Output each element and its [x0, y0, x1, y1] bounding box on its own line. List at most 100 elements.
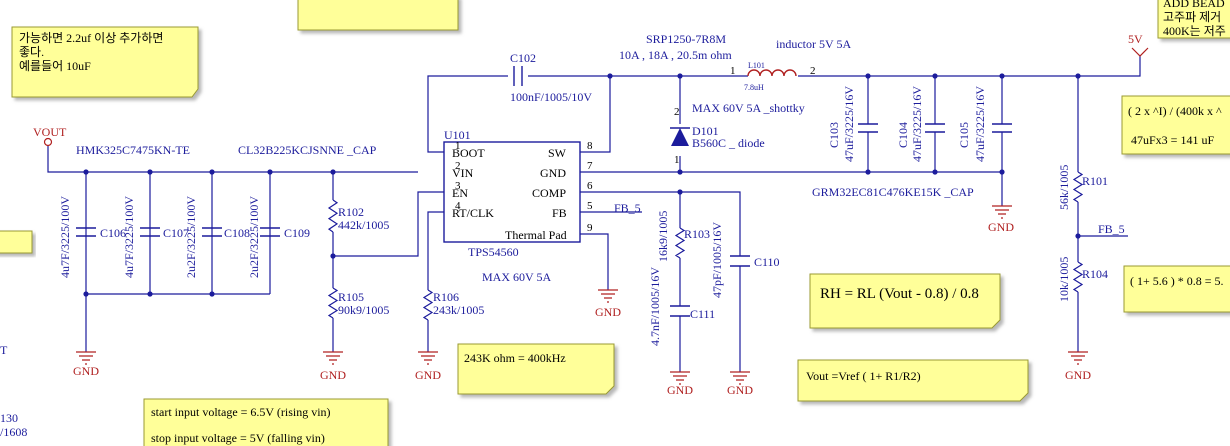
res-r104-value: 10k/1005 [1057, 257, 1071, 302]
ic-pin-name-rtclk: RT/CLK [452, 206, 494, 220]
output-caps[interactable] [858, 123, 1012, 133]
diode-pin1: 1 [674, 154, 680, 166]
diode-pin2: 2 [674, 106, 680, 118]
ic-pin-num-8: 8 [587, 140, 593, 152]
cap-c106-ref: C106 [100, 226, 126, 240]
gnd-label-r106: GND [415, 368, 441, 382]
edge-left-labels: T 130 /1608 [0, 343, 27, 439]
cap-c103-ref: C103 [827, 122, 841, 148]
cap-c111-value: 4.7nF/1005/16V [648, 267, 662, 346]
cap-c110-value: 47pF/1005/16V [710, 222, 724, 298]
ic-pin-name-fb: FB [552, 206, 567, 220]
output-cap-part: GRM32EC81C476KE15K _CAP [812, 185, 974, 199]
comp-cap-labels: C111 4.7nF/1005/16V C110 47pF/1005/16V [648, 222, 780, 346]
note-bottom-left-line2: stop input voltage = 5V (falling vin) [151, 431, 325, 445]
inductor-l101[interactable]: L101 7.8uH 1 2 SRP1250-7R8M 10A , 18A , … [619, 32, 851, 92]
ic-rating: MAX 60V 5A [482, 270, 551, 284]
note-top-left-line1: 가능하면 2.2uf 이상 추가하면 [19, 31, 163, 45]
note-right-calc2-line1: ( 1+ 5.6 ) * 0.8 = 5. [1130, 274, 1224, 288]
input-caps[interactable] [76, 227, 280, 237]
cap-c111-ref: C111 [690, 307, 715, 321]
cap-c108-value: 2u2F/3225/100V [184, 196, 198, 278]
vout-port[interactable]: VOUT [33, 125, 67, 147]
ic-pin-num-6: 6 [587, 180, 593, 192]
inductor-part: SRP1250-7R8M [646, 32, 726, 46]
ic-part: TPS54560 [468, 245, 519, 259]
cap-c106-value: 4u7F/3225/100V [58, 196, 72, 278]
note-rh-formula-text: RH = RL (Vout - 0.8) / 0.8 [820, 286, 979, 302]
note-bottom-left-line1: start input voltage = 6.5V (rising vin) [151, 405, 331, 419]
res-r105-value: 90k9/1005 [338, 303, 389, 317]
ic-pin-num-3: 3 [455, 180, 461, 192]
cap-c103-value: 47uF/3225/16V [842, 86, 856, 162]
note-edge-left [0, 230, 33, 254]
note-right-calc1: ( 2 x ^I) / (400k x ^ 47uFx3 = 141 uF [1121, 95, 1230, 155]
gnd-label-pad: GND [595, 305, 621, 319]
diode-d101[interactable]: 2 1 MAX 60V 5A _shottky D101 B560C _ dio… [670, 101, 805, 166]
note-vout-formula-text: Vout =Vref ( 1+ R1/R2) [806, 369, 921, 383]
gnd-label-c110: GND [727, 383, 753, 397]
ic-ref: U101 [444, 128, 471, 142]
v5-port[interactable]: 5V [1128, 32, 1149, 57]
note-freq: 243K ohm = 400kHz [457, 343, 615, 395]
diode-note: MAX 60V 5A _shottky [692, 101, 805, 115]
cap-c107-value: 4u7F/3225/100V [122, 196, 136, 278]
cap-c102[interactable]: C102 100nF/1005/10V [510, 51, 592, 104]
note-rh-formula: RH = RL (Vout - 0.8) / 0.8 [809, 273, 1001, 329]
gnd-label-r104: GND [1065, 368, 1091, 382]
note-top-right: ADD BEAD 고주파 제거 400K는 저주 [1157, 0, 1230, 39]
ic-pin-num-4: 4 [455, 200, 461, 212]
diode-ref: D101 [692, 124, 719, 138]
ic-pin-num-5: 5 [587, 200, 593, 212]
ic-pin-name-gnd: GND [540, 166, 566, 180]
inductor-desc: inductor 5V 5A [776, 37, 851, 51]
edge-left-label-1: T [0, 343, 8, 357]
inductor-ref: L101 [748, 61, 765, 70]
res-r105-ref: R105 [338, 290, 364, 304]
edge-left-label-3: /1608 [0, 425, 27, 439]
inductor-value: 7.8uH [744, 83, 764, 92]
comp-caps[interactable] [670, 255, 750, 317]
gnd-labels: GND GND GND GND GND GND GND GND [73, 220, 1091, 397]
gnd-label-r105: GND [320, 368, 346, 382]
cap-c102-value: 100nF/1005/10V [510, 90, 592, 104]
gnd-label-out: GND [988, 220, 1014, 234]
gnd-symbols [76, 205, 1088, 385]
ic-pin-name-en: EN [452, 186, 468, 200]
note-right-calc1-line1: ( 2 x ^I) / (400k x ^ [1128, 104, 1222, 118]
ic-pin-name-sw: SW [548, 146, 567, 160]
ic-pin-num-1: 1 [455, 140, 461, 152]
input-cap-part2: CL32B225KCJSNNE _CAP [238, 143, 377, 157]
note-bottom-left: start input voltage = 6.5V (rising vin) … [143, 398, 389, 446]
input-cap-part1: HMK325C7475KN-TE [76, 143, 190, 157]
note-vout-formula: Vout =Vref ( 1+ R1/R2) [797, 359, 1029, 402]
cap-c105-ref: C105 [957, 122, 971, 148]
inductor-spec: 10A , 18A , 20.5m ohm [619, 48, 732, 62]
ic-pin-name-vin: VIN [452, 166, 474, 180]
note-right-calc2: ( 1+ 5.6 ) * 0.8 = 5. [1123, 265, 1230, 313]
ic-pin-num-7: 7 [587, 160, 593, 172]
res-r104-ref: R104 [1082, 267, 1108, 281]
ic-pin-name-comp: COMP [532, 186, 566, 200]
resistors[interactable] [327, 171, 1084, 321]
diode-value: B560C _ diode [692, 136, 765, 150]
v5-port-label: 5V [1128, 32, 1143, 46]
res-r106-ref: R106 [433, 290, 459, 304]
note-right-calc1-line2: 47uFx3 = 141 uF [1131, 133, 1214, 147]
gnd-label-c-in: GND [73, 364, 99, 378]
wires [47, 56, 1141, 372]
note-top-partial [297, 0, 459, 31]
note-top-right-line2: 고주파 제거 [1163, 10, 1221, 24]
ic-u101[interactable]: U101 TPS54560 MAX 60V 5A 1 2 3 4 BOOT VI… [443, 128, 593, 284]
junctions [83, 73, 1081, 297]
input-cap-labels: 4u7F/3225/100V C106 4u7F/3225/100V C107 … [58, 143, 377, 278]
cap-c102-ref: C102 [510, 51, 536, 65]
cap-c104-value: 47uF/3225/16V [910, 86, 924, 162]
edge-left-label-2: 130 [0, 411, 18, 425]
output-cap-labels: C103 47uF/3225/16V C104 47uF/3225/16V C1… [812, 86, 987, 199]
res-r106-value: 243k/1005 [433, 303, 484, 317]
res-r102-value: 442k/1005 [338, 218, 389, 232]
ic-pin-name-pad: Thermal Pad [505, 228, 567, 242]
